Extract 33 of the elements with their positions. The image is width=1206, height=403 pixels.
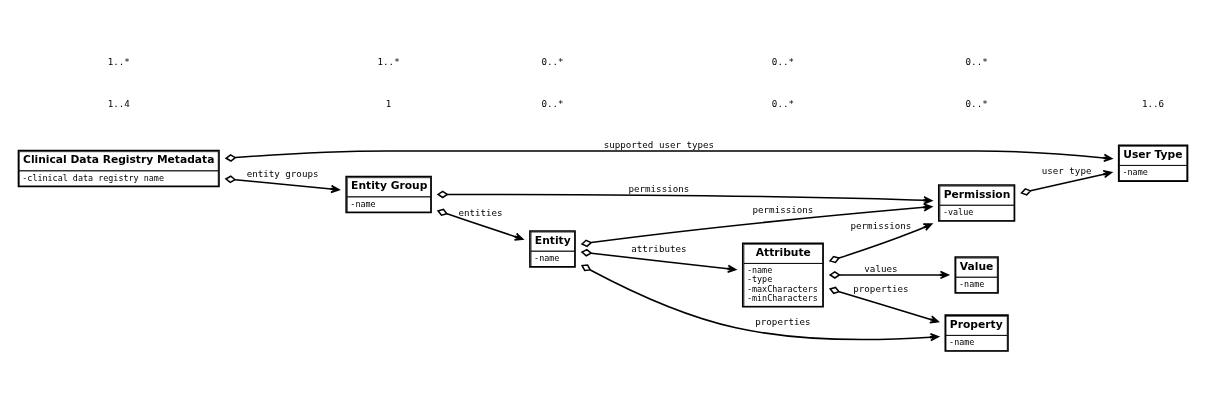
- edge-label: entity groups: [246, 167, 319, 179]
- edge-label: attributes: [631, 242, 687, 254]
- arrow: [436, 208, 524, 241]
- arrow: [580, 248, 737, 273]
- edge-label: user type: [1041, 164, 1092, 176]
- edge-label: properties: [755, 315, 811, 327]
- arrow: [828, 286, 939, 324]
- label: 0..*: [965, 97, 988, 109]
- label: 1..*: [377, 55, 400, 67]
- label: 0..*: [771, 55, 794, 67]
- label: 1..4: [107, 97, 130, 109]
- arrow: [580, 263, 940, 341]
- edge-label: properties: [853, 282, 909, 294]
- label: 1: [385, 97, 392, 109]
- arrow: [828, 270, 949, 279]
- label: 0..*: [965, 55, 988, 67]
- arrow: [580, 202, 933, 247]
- label: 0..*: [771, 97, 794, 109]
- edge-label: permissions: [850, 219, 912, 231]
- arrow: [224, 174, 340, 193]
- arrow: [828, 222, 933, 263]
- edge-label: entities: [458, 206, 503, 218]
- label: 1..6: [1142, 97, 1165, 109]
- arrow: [224, 149, 1113, 162]
- edge-label: supported user types: [603, 138, 715, 150]
- arrow: [1020, 169, 1113, 196]
- edge-label: values: [864, 262, 898, 274]
- label: 1..*: [107, 55, 130, 67]
- arrow: [436, 189, 933, 204]
- edge-label: permissions: [752, 203, 814, 215]
- label: 0..*: [541, 55, 564, 67]
- label: 0..*: [541, 97, 564, 109]
- edge-label: permissions: [628, 182, 690, 194]
